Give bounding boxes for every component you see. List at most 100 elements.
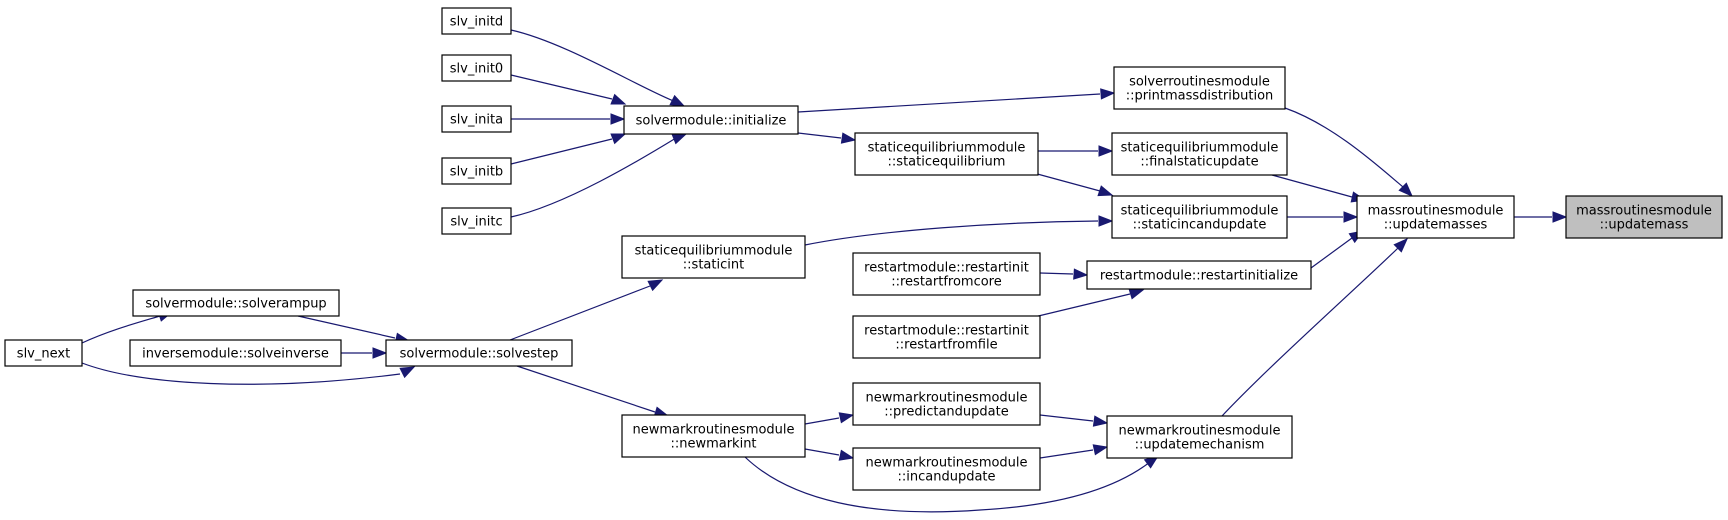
arrowhead (1100, 88, 1116, 100)
edge-restartinit-to-updatemasses (1310, 230, 1365, 269)
edge-slv_initc-to-initialize (510, 133, 688, 218)
edge-printmass-to-updatemasses (1284, 107, 1413, 197)
node-box (852, 447, 1041, 491)
node-label: massroutinesmodule (1368, 204, 1504, 219)
node-solveinverse[interactable]: inversemodule::solveinverse (129, 339, 342, 367)
node-solverampup[interactable]: solvermodule::solverampup (132, 289, 340, 317)
node-box (441, 105, 512, 133)
edge-line (510, 137, 677, 218)
edge-line (744, 456, 1151, 513)
node-box (441, 207, 512, 235)
node-label: slv_initc (450, 215, 502, 230)
edge-line (81, 315, 161, 344)
arrowhead (1098, 145, 1114, 157)
node-label: slv_inita (450, 113, 503, 128)
arrowhead (840, 132, 857, 144)
arrowhead (1097, 185, 1114, 197)
node-label: ::updatemechanism (1135, 438, 1265, 453)
arrowhead (399, 366, 416, 379)
edge-line (1310, 237, 1353, 269)
node-updatemechanism[interactable]: newmarkroutinesmodule::updatemechanism (1106, 415, 1293, 459)
edge-solvestep-to-staticint (509, 279, 664, 341)
arrowhead (671, 133, 688, 145)
node-slv_init0[interactable]: slv_init0 (441, 54, 512, 82)
node-slv_initd[interactable]: slv_initd (441, 7, 512, 35)
node-label: slv_initb (450, 165, 503, 180)
edge-newmarkint-to-predictandupdate (804, 412, 855, 425)
edge-line (1284, 107, 1404, 188)
node-label: ::newmarkint (670, 437, 756, 452)
node-staticeq[interactable]: staticequilibriummodule::staticequilibri… (854, 132, 1039, 176)
node-label: slv_next (17, 347, 70, 362)
node-label: restartmodule::restartinitialize (1100, 269, 1298, 284)
node-finalstatic[interactable]: staticequilibriummodule::finalstaticupda… (1111, 132, 1288, 176)
node-staticincand[interactable]: staticequilibriummodule::staticincandupd… (1111, 195, 1288, 239)
node-box (854, 132, 1039, 176)
node-label: ::updatemass (1600, 218, 1689, 233)
edge-line (510, 29, 677, 103)
nodes-layer: slv_initd slv_init0 slv_inita slv_initb slv_… (4, 7, 1723, 491)
node-box (132, 289, 340, 317)
node-restartfromfile[interactable]: restartmodule::restartinit::restartfromf… (852, 315, 1041, 359)
node-incandupdate[interactable]: newmarkroutinesmodule::incandupdate (852, 447, 1041, 491)
node-box (4, 339, 83, 367)
arrowhead (372, 347, 388, 359)
edge-updatemechanism-to-updatemasses (1221, 238, 1408, 417)
arrowhead (610, 93, 627, 105)
arrowhead (1552, 211, 1568, 223)
arrowhead (1092, 444, 1109, 456)
node-box (1106, 415, 1293, 459)
node-box (1356, 195, 1515, 239)
node-label: solvermodule::solvestep (400, 347, 559, 362)
arrowhead (1073, 268, 1089, 280)
arrowhead (838, 449, 855, 461)
node-label: newmarkroutinesmodule (865, 391, 1027, 406)
edge-line (797, 132, 842, 139)
arrowhead (669, 94, 686, 107)
edge-line (510, 74, 613, 100)
arrowhead (1398, 182, 1413, 197)
node-label: ::predictandupdate (884, 405, 1008, 420)
node-printmass[interactable]: solverroutinesmodule::printmassdistribut… (1113, 66, 1286, 110)
node-staticint[interactable]: staticequilibriummodule::staticint (621, 235, 806, 279)
node-box (623, 105, 799, 135)
node-box (1111, 132, 1288, 176)
edge-line (509, 285, 651, 341)
node-predictandupdate[interactable]: newmarkroutinesmodule::predictandupdate (852, 382, 1041, 426)
edge-line (1039, 414, 1094, 422)
node-box (441, 7, 512, 35)
edge-line (804, 220, 1099, 246)
edge-line (1029, 293, 1131, 319)
edge-newmarkint-to-incandupdate (804, 448, 855, 461)
node-label: solvermodule::solverampup (145, 297, 326, 312)
edge-line (804, 448, 840, 456)
edge-line (297, 315, 396, 339)
node-slv_initc[interactable]: slv_initc (441, 207, 512, 235)
node-label: staticequilibriummodule (1121, 141, 1279, 156)
node-box (1086, 260, 1312, 290)
node-restartfromcore[interactable]: restartmodule::restartinit::restartfromc… (852, 252, 1041, 296)
edge-restartfromfile-to-restartinit (1029, 288, 1145, 319)
node-label: solverroutinesmodule (1129, 75, 1270, 90)
node-slv_initb[interactable]: slv_initb (441, 157, 512, 185)
node-slv_next[interactable]: slv_next (4, 339, 83, 367)
arrowhead (1128, 288, 1145, 300)
node-label: staticequilibriummodule (1121, 204, 1279, 219)
arrowhead (838, 412, 855, 424)
node-label: staticequilibriummodule (635, 244, 793, 259)
node-updatemasses[interactable]: massroutinesmodule::updatemasses (1356, 195, 1515, 239)
edge-slv_inita-to-initialize (511, 113, 626, 125)
node-solvestep[interactable]: solvermodule::solvestep (385, 339, 573, 367)
edge-solverampup-to-solvestep (297, 315, 411, 344)
edge-line (1221, 247, 1399, 417)
node-restartinit[interactable]: restartmodule::restartinitialize (1086, 260, 1312, 290)
node-initialize[interactable]: solvermodule::initialize (623, 105, 799, 135)
node-newmarkint[interactable]: newmarkroutinesmodule::newmarkint (621, 414, 806, 458)
edge-predictandupdate-to-updatemechanism (1039, 414, 1109, 427)
node-label: ::printmassdistribution (1126, 89, 1274, 104)
node-slv_inita[interactable]: slv_inita (441, 105, 512, 133)
edge-restartfromcore-to-restartinit (1039, 268, 1089, 280)
node-updatemass[interactable]: massroutinesmodule::updatemass (1565, 195, 1723, 239)
node-box (385, 339, 573, 367)
